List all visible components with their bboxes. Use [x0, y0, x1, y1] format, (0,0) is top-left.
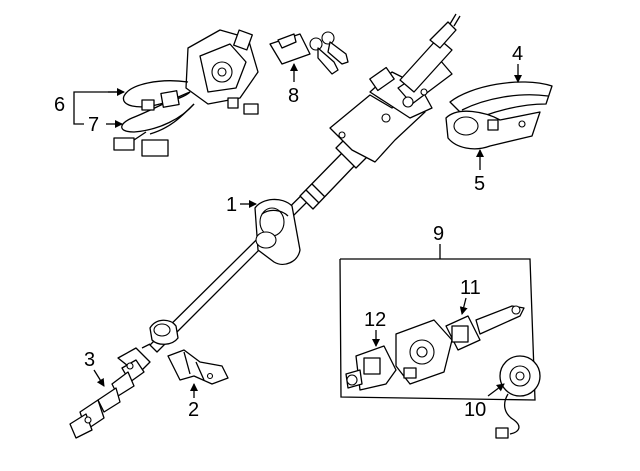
callout-1: 1	[226, 194, 237, 216]
callout-3: 3	[84, 349, 95, 371]
switch-12	[345, 345, 397, 391]
callout-8: 8	[288, 85, 299, 107]
combination-switch-body	[395, 319, 453, 385]
callout-7: 7	[88, 114, 99, 136]
callout-2: 2	[188, 399, 199, 421]
steering-column-shaft	[141, 13, 461, 353]
lever-switch-11	[445, 305, 525, 351]
column-shroud-covers	[445, 81, 553, 150]
intermediate-shaft	[69, 347, 151, 439]
lock-cylinder-with-keys	[269, 31, 349, 75]
callout-9: 9	[433, 223, 444, 245]
callout-6: 6	[54, 94, 65, 116]
leader-lines	[73, 63, 522, 398]
callout-4: 4	[512, 43, 523, 65]
switch-assembly-group-box	[339, 244, 536, 401]
callout-5: 5	[474, 173, 485, 195]
callout-10: 10	[464, 399, 486, 421]
callout-11: 11	[460, 277, 481, 299]
ignition-housing-and-harness	[113, 29, 259, 157]
clock-spring-10	[495, 355, 541, 439]
callout-12: 12	[364, 309, 386, 331]
lower-bracket	[167, 349, 229, 385]
